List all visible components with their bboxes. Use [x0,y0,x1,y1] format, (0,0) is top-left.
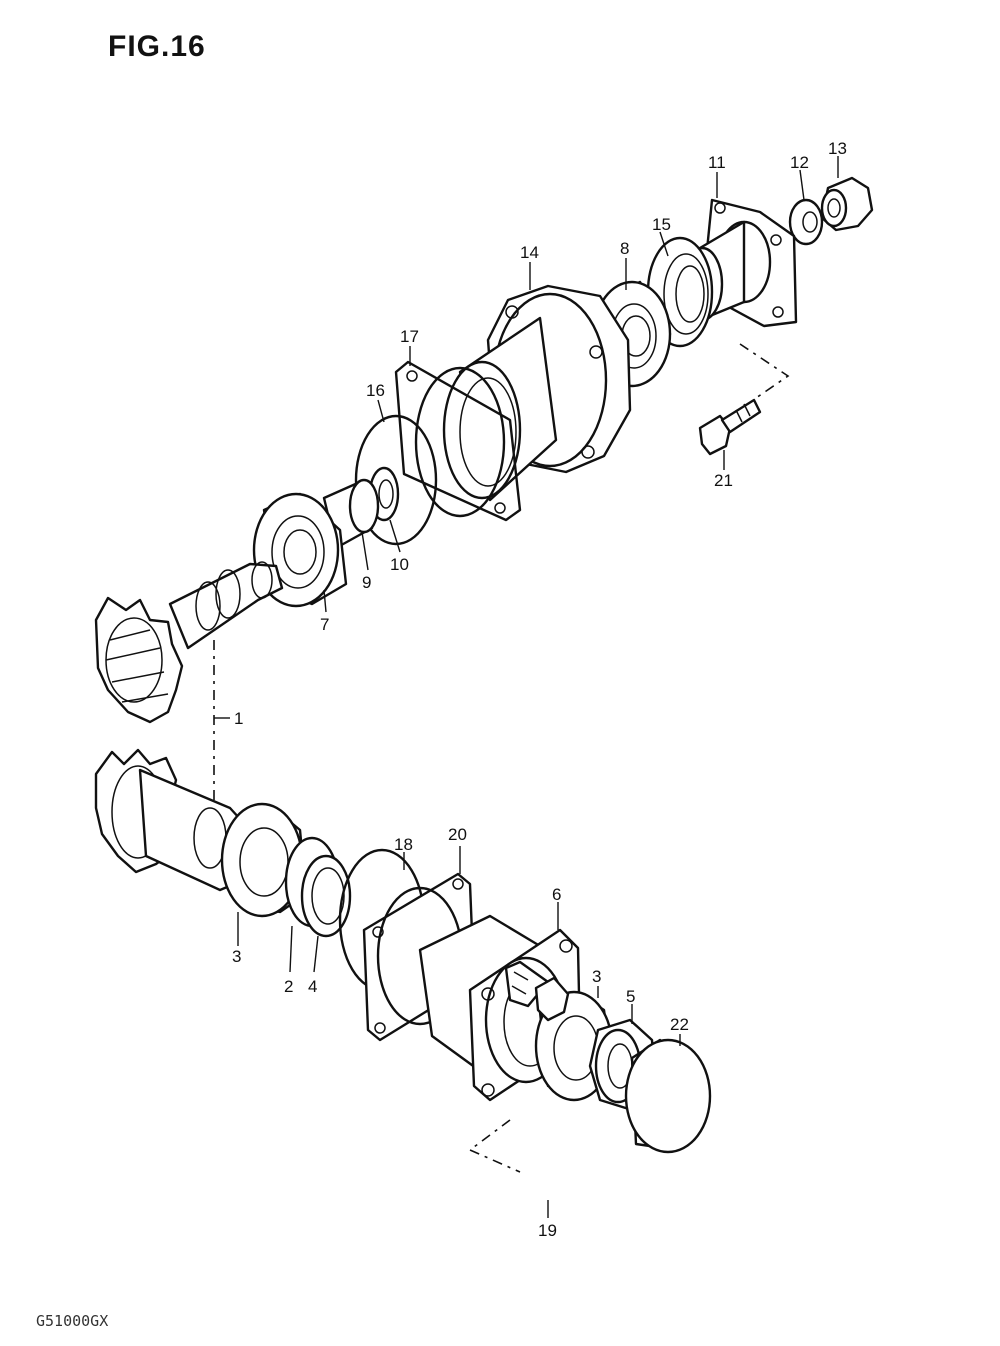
callout-4: 4 [308,977,317,996]
callout-13: 13 [828,139,847,158]
callout-3-right: 3 [592,967,601,986]
callout-7: 7 [320,615,329,634]
part-22-cap[interactable] [624,1038,712,1154]
callout-3-left: 3 [232,947,241,966]
part-1-drive-pinion[interactable] [94,561,284,724]
alignment-line-21 [739,343,790,399]
callout-19: 19 [538,1221,557,1240]
alignment-line-19 [468,1119,521,1173]
callout-18: 18 [394,835,413,854]
callout-2: 2 [284,977,293,996]
part-19-bolt[interactable] [504,960,570,1022]
part-12-washer[interactable] [788,198,824,246]
callout-8: 8 [620,239,629,258]
part-17-gasket[interactable] [394,360,522,522]
callout-14: 14 [520,243,539,262]
callout-11: 11 [708,153,726,172]
callout-17: 17 [400,327,419,346]
callout-22: 22 [670,1015,689,1034]
callout-20: 20 [448,825,467,844]
part-21-bolt[interactable] [698,398,762,456]
figure-code: G51000GX [36,1312,109,1330]
callout-16: 16 [366,381,385,400]
callout-6: 6 [552,885,561,904]
callout-9: 9 [362,573,371,592]
callout-10: 10 [390,555,409,574]
callout-1: 1 [234,709,243,728]
part-16-o-ring[interactable] [354,414,438,546]
callout-21: 21 [714,471,733,490]
part-4-shim[interactable] [300,854,352,938]
part-14-housing[interactable] [442,284,632,502]
callout-15: 15 [652,215,671,234]
part-13-nut[interactable] [820,176,874,232]
callout-5: 5 [626,987,635,1006]
leader-lines [214,156,839,1218]
figure-title: FIG.16 [108,30,206,63]
callout-12: 12 [790,153,809,172]
